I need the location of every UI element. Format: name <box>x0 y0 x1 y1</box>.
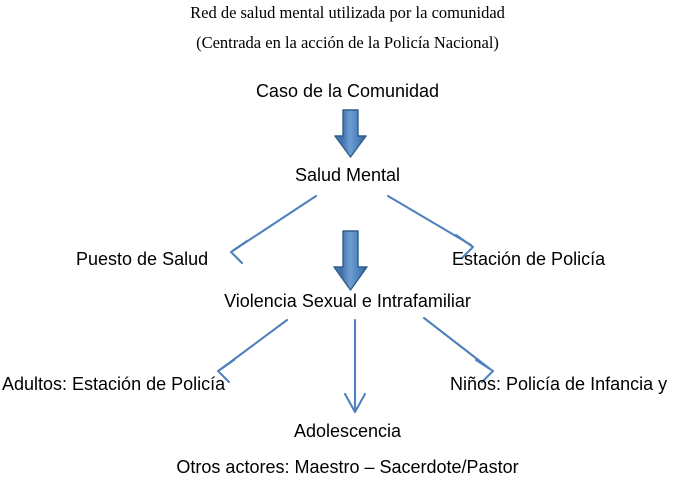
node-violencia-sexual-e-intrafamiliar: Violencia Sexual e Intrafamiliar <box>224 291 471 311</box>
node-adolescencia: Adolescencia <box>293 421 402 441</box>
diagram-subtitle: (Centrada en la acción de la Policía Nac… <box>196 33 499 52</box>
block-arrow-caso-to-salud <box>334 109 367 158</box>
arrow-salud-to-puesto <box>229 194 318 265</box>
node-adultos-estacion-de-policia: Adultos: Estación de Policía <box>2 374 226 394</box>
block-arrow-salud-to-violencia <box>333 230 368 291</box>
arrow-violencia-to-adolescencia <box>343 318 367 414</box>
node-ninos-policia-de-infancia: Niños: Policía de Infancia y <box>450 374 668 394</box>
node-otros-actores: Otros actores: Maestro – Sacerdote/Pasto… <box>176 457 519 477</box>
node-salud-mental: Salud Mental <box>294 165 401 185</box>
arrow-violencia-to-adultos <box>216 318 289 384</box>
diagram-title: Red de salud mental utilizada por la com… <box>190 3 505 22</box>
node-puesto-de-salud: Puesto de Salud <box>76 249 209 269</box>
node-caso-de-la-comunidad: Caso de la Comunidad <box>255 81 440 101</box>
node-estacion-de-policia: Estación de Policía <box>452 249 606 269</box>
